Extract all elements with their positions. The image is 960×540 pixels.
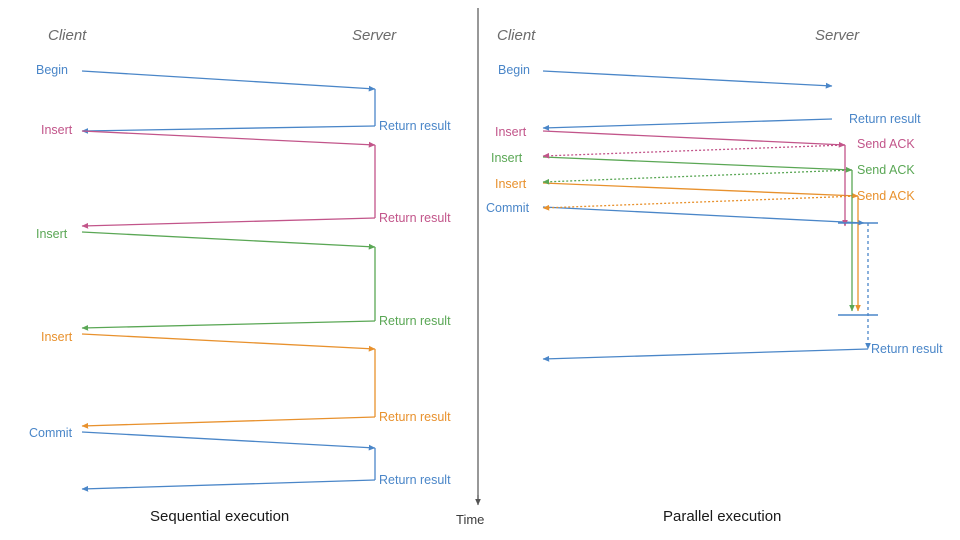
left-panel-caption: Sequential execution [150, 508, 290, 525]
left-request-8 [81, 431, 376, 451]
left-response-7 [81, 416, 376, 429]
time-axis-label: Time [456, 512, 485, 527]
left-request-label-8: Commit [29, 426, 73, 440]
left-request-0 [81, 70, 376, 92]
right-request-label-2: Insert [491, 151, 523, 165]
right-response-3 [542, 195, 859, 211]
right-response-label-1: Send ACK [857, 137, 915, 151]
right-request-3 [542, 182, 859, 199]
right-server-lane-header: Server [815, 27, 860, 44]
left-response-label-7: Return result [379, 410, 451, 424]
right-client-lane-header: Client [497, 27, 536, 44]
left-response-9 [81, 479, 376, 492]
right-response-label-4: Return result [871, 342, 943, 356]
right-request-label-0: Begin [498, 63, 530, 77]
right-response-label-2: Send ACK [857, 163, 915, 177]
left-request-4 [81, 231, 376, 250]
left-response-label-5: Return result [379, 314, 451, 328]
left-request-2 [81, 130, 376, 148]
right-panel-caption: Parallel execution [663, 508, 782, 525]
left-response-label-3: Return result [379, 211, 451, 225]
right-request-label-3: Insert [495, 177, 527, 191]
left-response-3 [81, 217, 376, 229]
right-request-4 [542, 206, 865, 226]
right-response-1 [542, 144, 846, 159]
left-response-1 [81, 125, 376, 134]
left-response-5 [81, 320, 376, 331]
right-request-label-1: Insert [495, 125, 527, 139]
right-request-label-4: Commit [486, 201, 530, 215]
left-request-6 [81, 333, 376, 352]
left-request-label-2: Insert [41, 123, 73, 137]
left-response-label-1: Return result [379, 119, 451, 133]
right-response-4 [542, 348, 869, 362]
right-request-0 [542, 70, 833, 89]
left-request-label-4: Insert [36, 227, 68, 241]
right-response-2 [542, 169, 853, 185]
right-request-2 [542, 156, 853, 173]
left-client-lane-header: Client [48, 27, 87, 44]
right-request-1 [542, 130, 846, 148]
right-response-label-3: Send ACK [857, 189, 915, 203]
right-response-0 [542, 118, 833, 131]
left-response-label-9: Return result [379, 473, 451, 487]
left-request-label-6: Insert [41, 330, 73, 344]
right-response-label-0: Return result [849, 112, 921, 126]
left-server-lane-header: Server [352, 27, 397, 44]
left-request-label-0: Begin [36, 63, 68, 77]
